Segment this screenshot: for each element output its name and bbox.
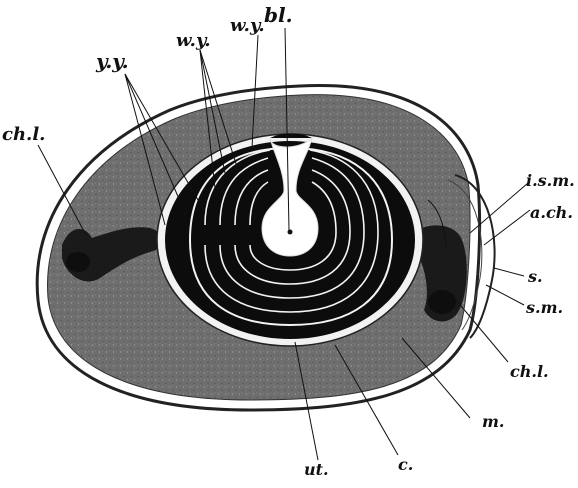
label-c: c. — [398, 455, 413, 474]
yolk — [157, 134, 423, 347]
label-ism: i.s.m. — [526, 171, 575, 190]
label-sm: s.m. — [525, 298, 563, 317]
label-wy-right: w.y. — [230, 15, 265, 36]
label-s: s. — [527, 267, 543, 286]
label-m: m. — [482, 412, 505, 431]
label-chl-right: ch.l. — [510, 362, 549, 381]
label-wy-left: w.y. — [176, 30, 211, 51]
label-ach: a.ch. — [530, 203, 573, 222]
label-chl-left: ch.l. — [2, 124, 45, 145]
label-bl: bl. — [264, 3, 293, 27]
label-ut: ut. — [304, 460, 329, 479]
label-yy: y.y. — [95, 49, 129, 73]
